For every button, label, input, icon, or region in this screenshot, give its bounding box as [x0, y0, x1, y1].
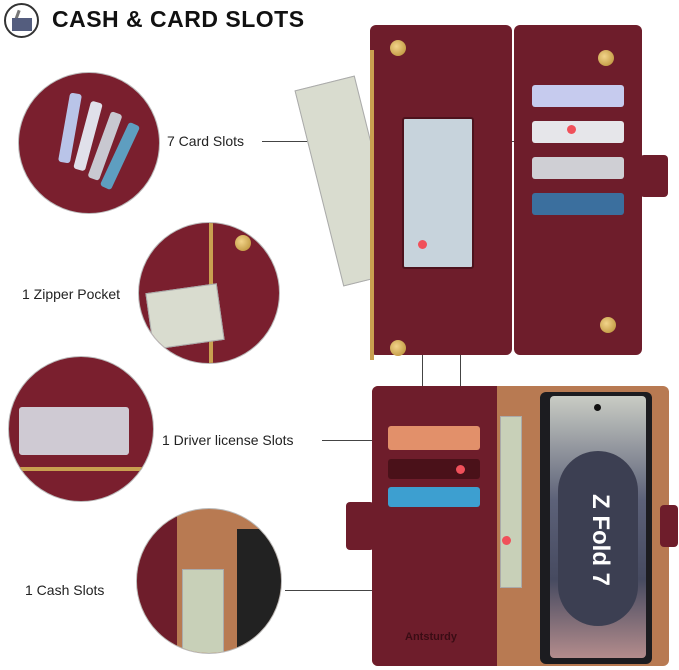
strap-tab — [640, 155, 668, 197]
page-title: CASH & CARD SLOTS — [52, 6, 305, 32]
feature-label-cash-slots: 1 Cash Slots — [25, 582, 105, 598]
feature-label-license-slots: 1 Driver license Slots — [162, 432, 294, 448]
card-panel — [514, 25, 642, 355]
phone: Z Fold 7 — [540, 392, 652, 664]
screen-text: Z Fold 7 — [587, 494, 614, 586]
left-strap-tab — [346, 502, 374, 550]
zipper-panel — [370, 25, 512, 360]
wallet-cards-icon — [4, 3, 39, 38]
feature-label-card-slots: 7 Card Slots — [167, 133, 245, 149]
cash-slot-detail-circle — [136, 508, 282, 654]
license-slot-detail-circle — [8, 356, 154, 502]
zipper-pocket-detail-circle — [138, 222, 280, 364]
feature-label-zipper-pocket: 1 Zipper Pocket — [22, 286, 121, 302]
card-slots-detail-circle — [18, 72, 160, 214]
right-strap-tab — [660, 505, 678, 547]
wallet-with-phone: Antsturdy Z Fold 7 — [372, 386, 669, 666]
brand-logo: Antsturdy — [405, 631, 457, 643]
